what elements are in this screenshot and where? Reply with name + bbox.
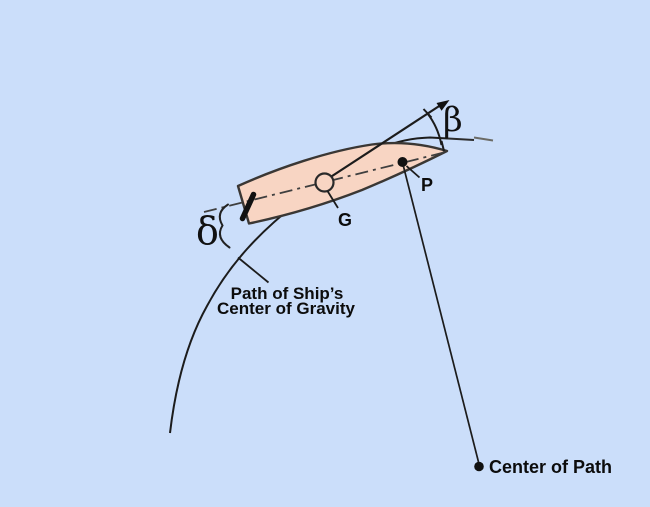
center-of-path-label: Center of Path (489, 457, 612, 477)
delta-label: δ (196, 209, 219, 253)
g-leader-line (326, 190, 339, 209)
beta-arc-tick-top (422, 108, 433, 119)
center-of-gravity-marker (314, 172, 335, 193)
beta-arc-tick-bottom (440, 140, 445, 152)
path-caption-line1: Path of Ship’s (231, 284, 344, 303)
path-caption-leader-line (237, 256, 270, 284)
rudder (239, 191, 257, 222)
turn-radius-line (402, 166, 480, 463)
center-of-path-marker (474, 461, 484, 472)
p-leader-line (405, 165, 421, 179)
p-label: P (421, 175, 433, 195)
velocity-vector-arrowhead (436, 100, 450, 111)
cg-path-tangent-segment (447, 137, 475, 141)
ship-hull (236, 141, 449, 225)
pivot-point-marker (397, 157, 408, 167)
cg-path-faded-segment (473, 136, 494, 142)
velocity-vector-shaft (325, 104, 441, 181)
path-caption-line2: Center of Gravity (217, 299, 355, 318)
beta-label: β (443, 100, 463, 140)
delta-angle-bracket (218, 203, 231, 249)
g-label: G (338, 210, 352, 230)
